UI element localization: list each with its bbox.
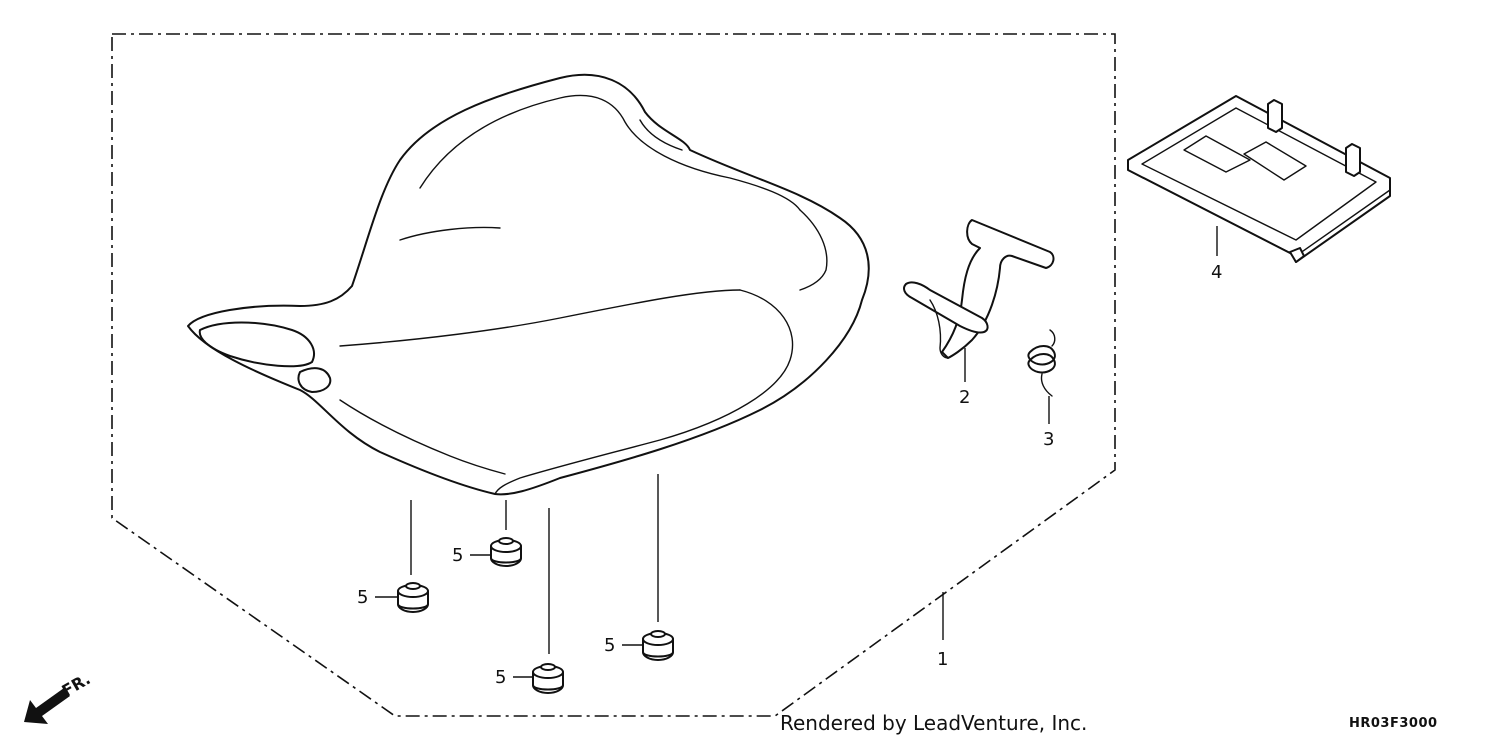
part-5-grommet-d[interactable] <box>532 663 564 694</box>
part-2-latch-hook[interactable] <box>903 219 1055 359</box>
part-3-spring[interactable] <box>1027 329 1056 397</box>
callout-4: 4 <box>1211 262 1222 283</box>
part-4-tray[interactable] <box>1127 95 1391 263</box>
callout-1: 1 <box>937 649 948 670</box>
callout-5d: 5 <box>495 667 506 688</box>
callout-2: 2 <box>959 387 970 408</box>
assembly-boundary <box>111 33 1116 717</box>
callout-5a: 5 <box>452 545 463 566</box>
callout-5c: 5 <box>604 635 615 656</box>
callout-5b: 5 <box>357 587 368 608</box>
credit-text: Rendered by LeadVenture, Inc. <box>780 711 1088 735</box>
seat-outline <box>187 73 870 496</box>
part-5-grommet-c[interactable] <box>642 630 674 661</box>
arrow-down-left-icon <box>24 688 70 724</box>
part-5-grommet-b[interactable] <box>397 582 429 613</box>
diagram-code: HR03F3000 <box>1349 716 1438 731</box>
front-direction-indicator: FR. <box>24 669 94 724</box>
callout-3: 3 <box>1043 429 1054 450</box>
seat-assembly[interactable] <box>187 73 870 496</box>
part-5-grommet-a[interactable] <box>490 537 522 567</box>
